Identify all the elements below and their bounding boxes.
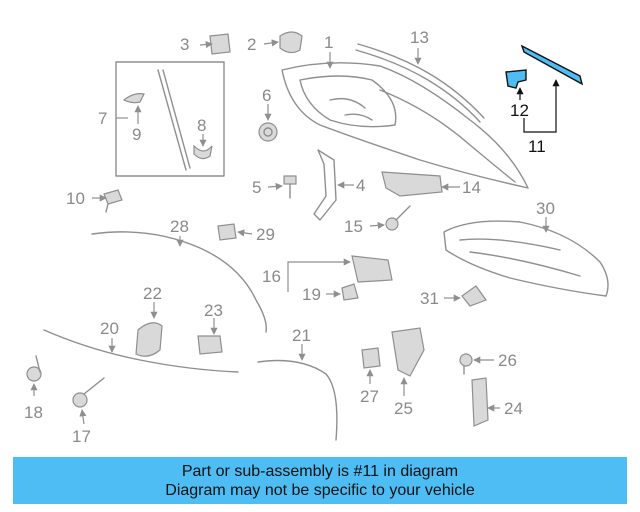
callout-4: 4 <box>356 176 365 195</box>
insulator-30 <box>443 220 609 297</box>
callout-23: 23 <box>204 301 223 320</box>
callout-27: 27 <box>360 387 379 406</box>
callout-30: 30 <box>536 199 555 218</box>
callout-6: 6 <box>262 86 271 105</box>
bumper-3 <box>209 33 231 55</box>
bolt-5 <box>283 175 297 199</box>
clip-27 <box>361 347 381 369</box>
hinge-4 <box>313 149 337 221</box>
callout-labels: 1 2 3 4 5 6 7 8 9 10 11 12 13 14 15 16 1… <box>24 28 555 446</box>
grommet-6 <box>258 122 278 142</box>
bracket-16 <box>351 255 393 283</box>
callout-19: 19 <box>302 285 321 304</box>
callout-15: 15 <box>344 217 363 236</box>
parts-diagram: 1 2 3 4 5 6 7 8 9 10 11 12 13 14 15 16 1… <box>24 28 609 446</box>
striker-25 <box>391 327 425 377</box>
handle-22 <box>135 322 163 357</box>
bumper-2 <box>279 31 303 54</box>
screw-18 <box>26 355 42 382</box>
stud-26 <box>459 353 473 375</box>
callout-10: 10 <box>66 189 85 208</box>
clip-29 <box>217 223 237 241</box>
callout-7: 7 <box>98 109 107 128</box>
callout-1: 1 <box>324 33 333 52</box>
callout-5: 5 <box>252 178 261 197</box>
cable-21 <box>257 359 338 441</box>
leader-lines <box>30 39 560 425</box>
hood-panel <box>281 62 529 189</box>
cable-28 <box>91 231 267 333</box>
callout-16: 16 <box>262 267 281 286</box>
callout-3: 3 <box>180 35 189 54</box>
callout-13: 13 <box>410 28 429 47</box>
callout-18: 18 <box>24 403 43 422</box>
callout-25: 25 <box>394 399 413 418</box>
bolt-15 <box>385 205 411 231</box>
gas-strut-box <box>115 61 225 177</box>
banner-line-1: Part or sub-assembly is #11 in diagram <box>181 463 459 480</box>
bolt-17 <box>72 377 105 408</box>
clip-10 <box>103 189 123 213</box>
callout-31: 31 <box>420 289 439 308</box>
callout-9: 9 <box>132 125 141 144</box>
callout-2: 2 <box>247 35 256 54</box>
weatherstrip-11 <box>520 44 584 86</box>
bracket-24 <box>471 377 489 427</box>
clip-31 <box>461 285 487 307</box>
info-banner: Part or sub-assembly is #11 in diagram D… <box>13 457 627 504</box>
latch-14 <box>381 171 443 197</box>
callout-26: 26 <box>498 351 517 370</box>
callout-14: 14 <box>462 178 481 197</box>
callout-20: 20 <box>100 319 119 338</box>
callout-21: 21 <box>292 326 311 345</box>
clip-12 <box>505 69 527 89</box>
callout-22: 22 <box>143 284 162 303</box>
banner-line-2: Diagram may not be specific to your vehi… <box>165 482 475 499</box>
callout-28: 28 <box>170 217 189 236</box>
callout-8: 8 <box>197 116 206 135</box>
callout-12: 12 <box>510 101 529 120</box>
callout-29: 29 <box>256 225 275 244</box>
seal-strip-13 <box>355 43 485 123</box>
callout-17: 17 <box>72 427 91 446</box>
clip-19 <box>341 283 359 301</box>
cable-20 <box>43 329 239 373</box>
callout-24: 24 <box>504 399 523 418</box>
callout-11: 11 <box>528 137 546 156</box>
actuator-23 <box>197 335 223 355</box>
